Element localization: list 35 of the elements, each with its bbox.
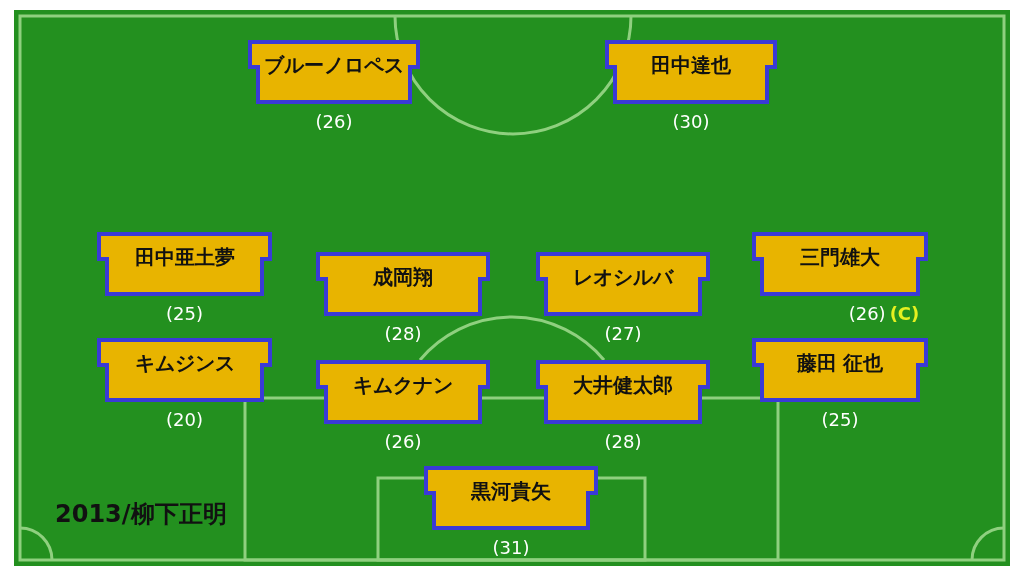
jersey-box — [316, 360, 490, 424]
player-name: レオシルバ — [572, 264, 675, 291]
age-label: (31) — [492, 536, 530, 560]
age-label: (27) — [604, 322, 642, 346]
player-name: 大井健太郎 — [572, 372, 674, 399]
jersey-box — [248, 40, 420, 104]
player-name: キムジンス — [133, 350, 236, 377]
player-name: 成岡翔 — [372, 264, 434, 291]
player-name: 三門雄大 — [799, 244, 881, 271]
jersey-box — [605, 40, 777, 104]
jersey-box — [752, 232, 928, 296]
age-label: (30) — [672, 110, 710, 134]
age-label: (25) — [166, 302, 203, 326]
season-coach-label: 2013/柳下正明 — [55, 499, 227, 530]
jersey-box — [97, 338, 272, 402]
player-name: キムクナン — [352, 372, 454, 399]
age-label: (20) — [166, 408, 203, 432]
jersey-box — [752, 338, 928, 402]
jersey-box — [97, 232, 272, 296]
player-name: 田中亜土夢 — [133, 244, 236, 271]
player-name: 黒河貴矢 — [470, 478, 552, 505]
age-label: (28) — [604, 430, 642, 454]
player-name: 田中達也 — [650, 52, 732, 79]
jersey-box — [536, 360, 710, 424]
jersey-box — [536, 252, 710, 316]
player-name: 藤田 征也 — [795, 350, 885, 377]
age-label: (26) — [315, 110, 353, 134]
age-label: (28) — [384, 322, 422, 346]
captain-mark: (C) — [889, 302, 920, 326]
jersey-box — [424, 466, 598, 530]
jersey-box — [316, 252, 490, 316]
age-label: (25) — [821, 408, 859, 432]
player-name: ブルーノロペス — [263, 52, 405, 79]
age-label: (26) — [384, 430, 422, 454]
age-label: (26) — [848, 302, 886, 326]
